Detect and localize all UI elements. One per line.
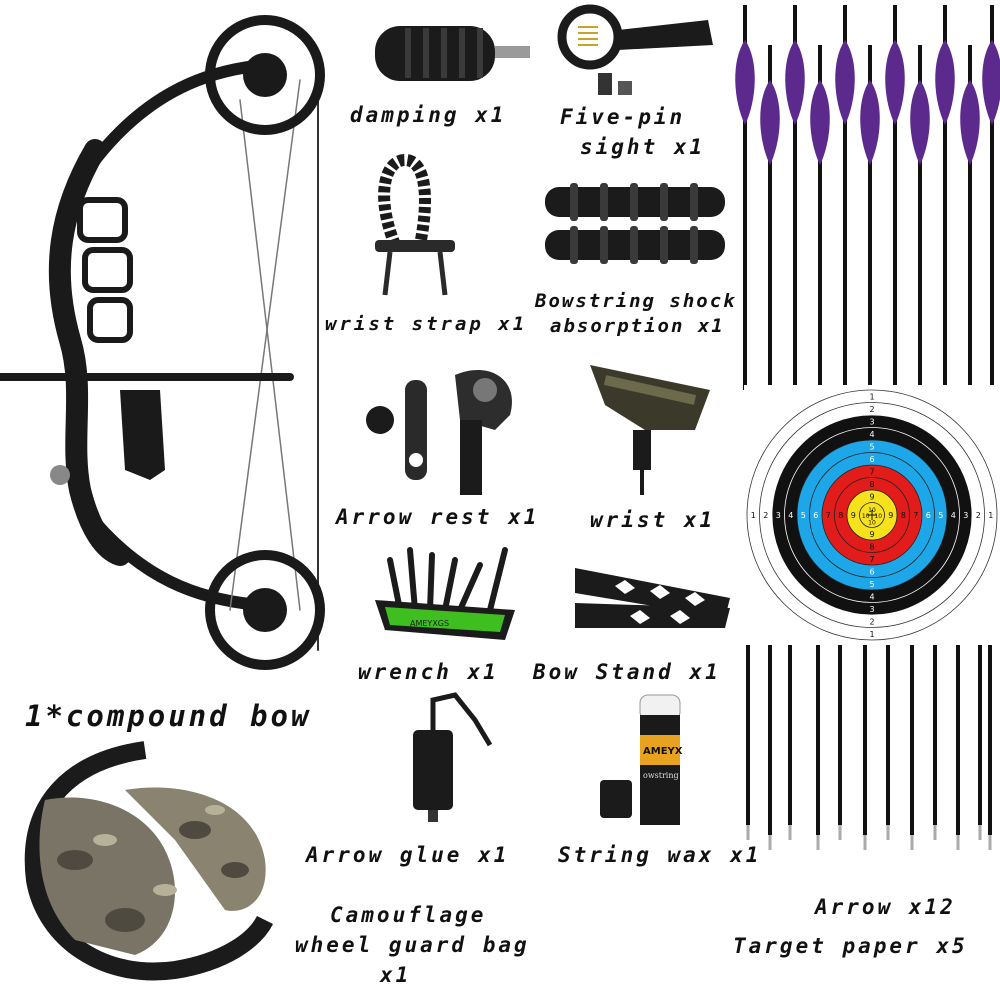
camo-bag-label-line2: wheel guard bag (295, 933, 530, 957)
wrist-strap-image (375, 153, 455, 296)
target-ring-number: 1 (869, 392, 874, 401)
target-ring-number: 8 (901, 511, 906, 520)
target-ring-number: 7 (869, 555, 874, 564)
target-ring-number: 7 (913, 511, 918, 520)
arrow-fletching (785, 40, 805, 125)
arrow-glue-image (413, 692, 493, 822)
bowstring-shock-label-line1: Bowstring shock (535, 290, 737, 312)
target-ring-number: 6 (813, 511, 818, 520)
arrow-fletching (935, 40, 955, 125)
target-ring-number: 7 (869, 467, 874, 476)
camo-bag-label-line1: Camouflage (330, 903, 487, 927)
wrench-image: AMEYXGS (375, 547, 515, 640)
wrench-label: wrench x1 (358, 660, 499, 684)
target-ring-number: 3 (776, 511, 781, 520)
arrow-fletching (810, 80, 830, 165)
arrow-fletching (835, 40, 855, 125)
arrow-fletching (860, 80, 880, 165)
target-ring-number: 8 (838, 511, 843, 520)
target-ring-number: 3 (869, 417, 874, 426)
target-ring-number: 5 (938, 511, 943, 520)
arrow-fletching (760, 80, 780, 165)
bow-stand-label: Bow Stand x1 (533, 660, 721, 684)
wrist-label: wrist x1 (590, 508, 716, 532)
wax-text: owstring (643, 771, 679, 780)
target-ring-number: 4 (788, 511, 793, 520)
target-ring-number: 2 (976, 511, 981, 520)
target-ring-number: 8 (869, 542, 874, 551)
target-ring-number: 3 (869, 605, 874, 614)
target-ring-number: 5 (801, 511, 806, 520)
target-ring-number: 4 (951, 511, 956, 520)
target-paper-label: Target paper x5 (733, 934, 968, 958)
target-ring-number: 1 (988, 511, 993, 520)
target-ring-number: 1 (869, 630, 874, 639)
arrow-fletching (910, 80, 930, 165)
camo-bag-label-line3: x1 (380, 963, 412, 987)
arrows-top-image (735, 5, 1000, 390)
target-ring-number: 9 (869, 492, 874, 501)
target-center-cross (867, 510, 877, 520)
arrow-glue-label: Arrow glue x1 (306, 843, 510, 867)
target-ring-number: 9 (851, 511, 856, 520)
wrist-release-image (590, 365, 710, 495)
target-ring-number: 9 (888, 511, 893, 520)
arrow-rest-label: Arrow rest x1 (336, 505, 540, 529)
target-ring-number: 4 (869, 430, 874, 439)
target-ring-number: 5 (869, 442, 874, 451)
target-ring-number: 10 (874, 513, 882, 520)
target-ring-number: 6 (869, 455, 874, 464)
target-ring-number: 2 (763, 511, 768, 520)
arrow-fletching (885, 40, 905, 125)
target-ring-number: 2 (869, 617, 874, 626)
bowstring-shock-label-line2: absorption x1 (550, 315, 725, 337)
bow-stand-image (575, 568, 730, 628)
string-wax-image: AMEYX owstring (600, 694, 683, 825)
target-ring-number: 2 (869, 405, 874, 414)
target-ring-number: 6 (926, 511, 931, 520)
target-ring-number: 8 (869, 480, 874, 489)
arrow-fletching (735, 40, 755, 125)
five-pin-sight-label-line1: Five-pin (560, 105, 686, 129)
target-ring-number: 1 (751, 511, 756, 520)
compound-bow-label: 1*compound bow (25, 699, 312, 733)
five-pin-sight-image (557, 4, 713, 95)
string-wax-label: String wax x1 (558, 843, 762, 867)
arrow-fletching (982, 40, 1000, 125)
wrench-brand-text: AMEYXGS (410, 619, 449, 628)
five-pin-sight-label-line2: sight x1 (580, 135, 706, 159)
arrows-label: Arrow x12 (815, 895, 956, 919)
target-ring-number: 5 (869, 580, 874, 589)
wrist-strap-label: wrist strap x1 (325, 313, 528, 335)
arrows-bottom-image (746, 640, 992, 850)
target-ring-number: 10 (868, 519, 876, 526)
target-ring-number: 7 (826, 511, 831, 520)
damping-image (375, 26, 530, 81)
target-ring-number: 9 (869, 530, 874, 539)
compound-bow-image (0, 15, 325, 670)
camo-bag-image (24, 741, 274, 981)
target-ring-number: 4 (869, 592, 874, 601)
target-ring-number: 10 (862, 513, 870, 520)
wax-brand-text: AMEYX (643, 746, 683, 757)
damping-label: damping x1 (350, 103, 507, 127)
target-ring-number: 6 (869, 567, 874, 576)
bowstring-shock-image (545, 183, 725, 264)
arrow-fletching (960, 80, 980, 165)
target-ring-number: 3 (963, 511, 968, 520)
arrow-rest-image (366, 369, 512, 495)
